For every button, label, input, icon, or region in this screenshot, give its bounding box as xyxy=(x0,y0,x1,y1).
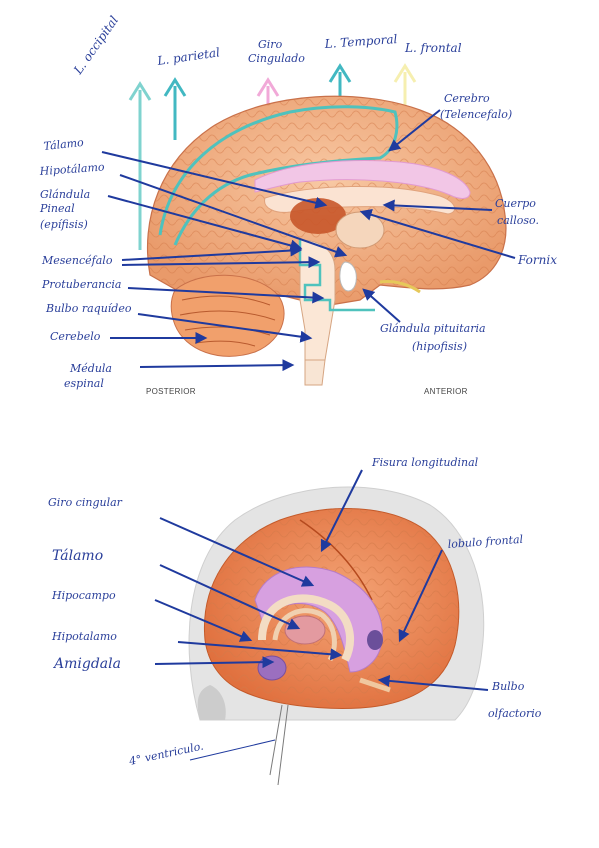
arrow-amigdala xyxy=(154,656,275,669)
label-hipotalamo: Hipotálamo xyxy=(38,160,105,178)
label-bulbo-line1: Bulbo xyxy=(491,680,525,693)
label-giro-line2: Cingulado xyxy=(248,52,305,65)
arrow-lobulo-frontal xyxy=(398,549,443,643)
sagittal-brain-figure: POSTERIOR ANTERIOR L. occipital L. parie… xyxy=(38,13,557,396)
label-hipocampo: Hipocampo xyxy=(51,589,116,602)
label-amigdala: Amigdala xyxy=(52,656,121,672)
label-medula-line2: espinal xyxy=(64,377,104,390)
arrow-bulbo-olfactorio xyxy=(377,674,489,691)
label-cerebro-line2: (Telencefalo) xyxy=(440,108,512,121)
label-l-temporal: L. Temporal xyxy=(323,32,398,51)
limbic-brain-figure: Fisura longitudinal Giro cingular lobulo… xyxy=(48,456,542,786)
arrow-hipotalamo-2 xyxy=(177,641,343,661)
arrow-hipocampo xyxy=(154,599,253,642)
arrow-pineal xyxy=(107,195,303,252)
arrow-giro-cingular xyxy=(159,517,315,587)
label-4-ventriculo: 4° ventriculo. xyxy=(127,739,205,768)
arrow-pituitaria xyxy=(362,288,401,323)
label-giro-line1: Giro xyxy=(258,38,283,51)
label-l-frontal: L. frontal xyxy=(404,41,462,55)
label-cuerpo-line1: Cuerpo xyxy=(495,197,536,210)
limbic-pointer-arrows xyxy=(154,469,489,761)
label-mesencefalo: Mesencéfalo xyxy=(41,254,113,267)
arrow-bulbo xyxy=(137,313,313,343)
arrow-hipotalamo xyxy=(119,174,348,258)
arrow-mesencefalo-1 xyxy=(121,244,303,261)
arrow-fisura xyxy=(320,469,363,553)
label-pituitaria-line1: Glándula pituitaria xyxy=(380,322,486,335)
label-bulbo-line2: olfactorio xyxy=(488,707,542,720)
label-cerebro-line1: Cerebro xyxy=(444,92,490,105)
arrow-mesencefalo-2 xyxy=(121,256,321,269)
label-giro-cingular: Giro cingular xyxy=(48,496,123,509)
label-cuerpo-line2: calloso. xyxy=(497,214,539,227)
arrow-talamo xyxy=(101,151,328,209)
label-talamo-2: Tálamo xyxy=(52,548,103,564)
posterior-label: POSTERIOR xyxy=(146,387,196,396)
label-lobulo-frontal: lobulo frontal xyxy=(447,533,524,551)
label-l-parietal: L. parietal xyxy=(155,45,220,68)
anterior-label: ANTERIOR xyxy=(424,387,468,396)
arrow-talamo-2 xyxy=(159,564,301,630)
label-cerebelo: Cerebelo xyxy=(50,330,101,343)
arrow-ventriculo xyxy=(189,739,276,761)
label-protuberancia: Protuberancia xyxy=(41,278,121,291)
arrow-cuerpo-calloso xyxy=(382,199,493,212)
label-hipotalamo-2: Hipotalamo xyxy=(51,630,117,643)
label-pituitaria-line2: (hipofisis) xyxy=(412,340,467,353)
arrow-cerebro xyxy=(388,109,441,152)
label-pineal-line1: Glándula xyxy=(40,188,90,201)
label-talamo: Tálamo xyxy=(43,136,85,153)
sagittal-pointer-arrows xyxy=(101,109,516,372)
arrow-medula xyxy=(139,359,295,372)
label-l-occipital: L. occipital xyxy=(70,13,121,77)
label-bulbo-raquideo: Bulbo raquídeo xyxy=(45,302,132,315)
label-fornix: Fornix xyxy=(517,253,557,267)
label-fisura-longitudinal: Fisura longitudinal xyxy=(371,456,479,469)
label-medula-line1: Médula xyxy=(69,362,112,375)
arrow-protuberancia xyxy=(127,287,325,304)
label-pineal-line2: Pineal xyxy=(39,202,75,215)
arrow-fornix xyxy=(359,209,516,259)
label-pineal-line3: (epífisis) xyxy=(40,218,88,231)
